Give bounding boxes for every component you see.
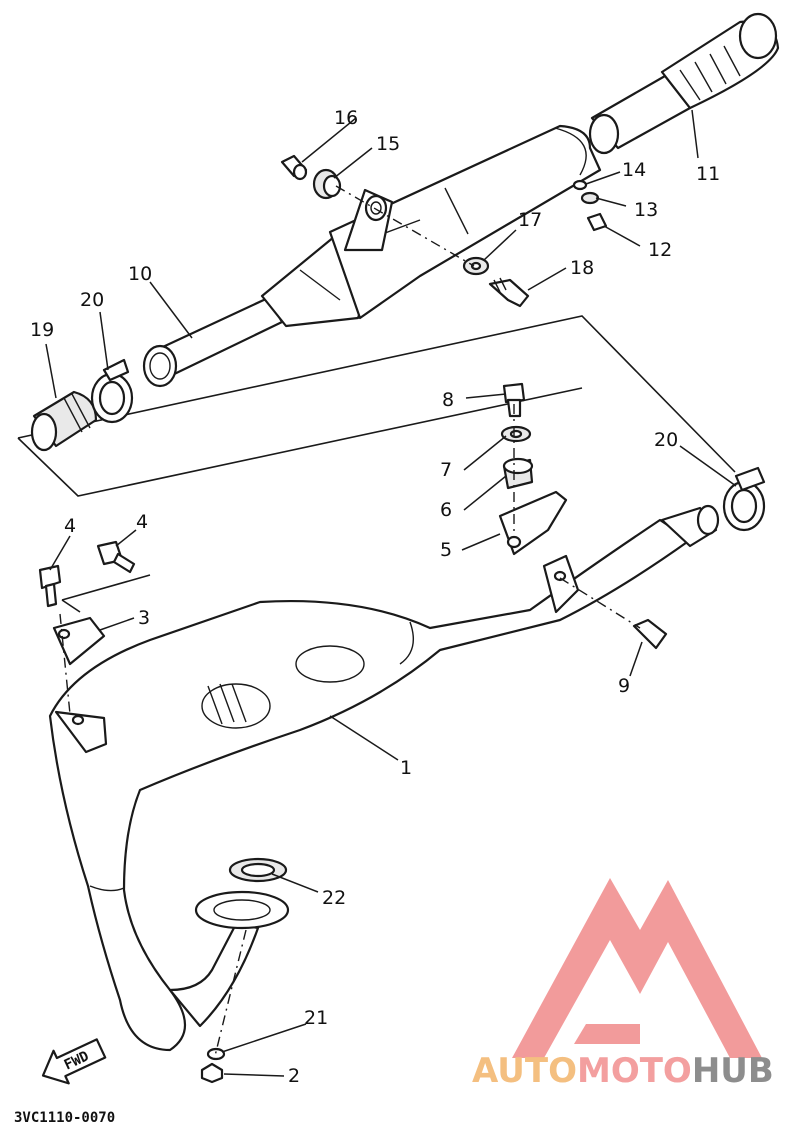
callout-5: 5 <box>440 539 452 561</box>
leader-lines <box>45 109 737 1077</box>
callout-22: 22 <box>322 887 346 909</box>
callout-18: 18 <box>570 257 594 279</box>
callout-2: 2 <box>288 1065 300 1087</box>
bracket-group-outline <box>61 574 151 613</box>
callout-10: 10 <box>128 263 152 285</box>
callout-labels: 1 2 3 4 4 5 6 7 8 9 10 11 12 13 14 15 16… <box>30 107 720 1087</box>
callout-17: 17 <box>518 209 542 231</box>
callout-6: 6 <box>440 499 452 521</box>
clamp-20-left <box>90 358 134 424</box>
bolt-4-left <box>38 564 62 608</box>
axis-flange-studs <box>213 929 247 1061</box>
bracket-3 <box>52 616 106 666</box>
axis-front-bracket <box>59 613 71 715</box>
screw-12 <box>586 212 608 232</box>
callout-15: 15 <box>376 133 400 155</box>
bolt-4-right <box>96 540 136 574</box>
watermark-hub: HUB <box>692 1051 774 1091</box>
nut-2 <box>200 1062 224 1084</box>
bolt-9 <box>632 618 668 650</box>
callout-7: 7 <box>440 459 452 481</box>
callout-4a: 4 <box>64 515 76 537</box>
callout-4b: 4 <box>136 511 148 533</box>
automotohub-watermark: AUTOMOTOHUB <box>472 878 774 1091</box>
gasket-22 <box>228 857 288 883</box>
tail-pipe <box>588 12 780 155</box>
muffler-group-outline <box>17 315 736 497</box>
callout-1: 1 <box>400 757 412 779</box>
damper-6 <box>502 457 534 490</box>
grommet-15 <box>312 168 342 200</box>
drawing-code: 3VC1110-0070 <box>14 1110 115 1126</box>
callout-13: 13 <box>634 199 658 221</box>
clamp-20-right <box>722 466 766 532</box>
watermark-moto: MOTO <box>577 1051 692 1091</box>
callout-14: 14 <box>622 159 646 181</box>
washer-21 <box>206 1047 226 1061</box>
callout-12: 12 <box>648 239 672 261</box>
collar-16 <box>280 154 308 181</box>
svg-text:AUTOMOTOHUB: AUTOMOTOHUB <box>472 1051 774 1091</box>
bolt-8 <box>502 382 526 418</box>
callout-11: 11 <box>696 163 720 185</box>
washer-13 <box>580 191 600 205</box>
callout-21: 21 <box>304 1007 328 1029</box>
silencer-muffler <box>142 124 602 388</box>
fwd-direction-arrow: FWD <box>41 1038 107 1085</box>
joint-19 <box>30 390 98 452</box>
watermark-auto: AUTO <box>472 1051 577 1091</box>
bolt-18 <box>488 277 530 308</box>
callout-16: 16 <box>334 107 358 129</box>
collar-7 <box>500 425 532 443</box>
callout-20-left: 20 <box>80 289 104 311</box>
callout-9: 9 <box>618 675 630 697</box>
axis-mount-bolt <box>335 185 475 267</box>
washer-14 <box>572 179 588 191</box>
axis-rear-bolt <box>559 577 641 629</box>
automotohub-logo-icon <box>512 878 762 1058</box>
callout-8: 8 <box>442 389 454 411</box>
callout-20-right: 20 <box>654 429 678 451</box>
callout-3: 3 <box>138 607 150 629</box>
callout-19: 19 <box>30 319 54 341</box>
washer-17 <box>462 256 490 276</box>
exhaust-pipe <box>48 504 720 1052</box>
stay-5 <box>498 490 568 556</box>
